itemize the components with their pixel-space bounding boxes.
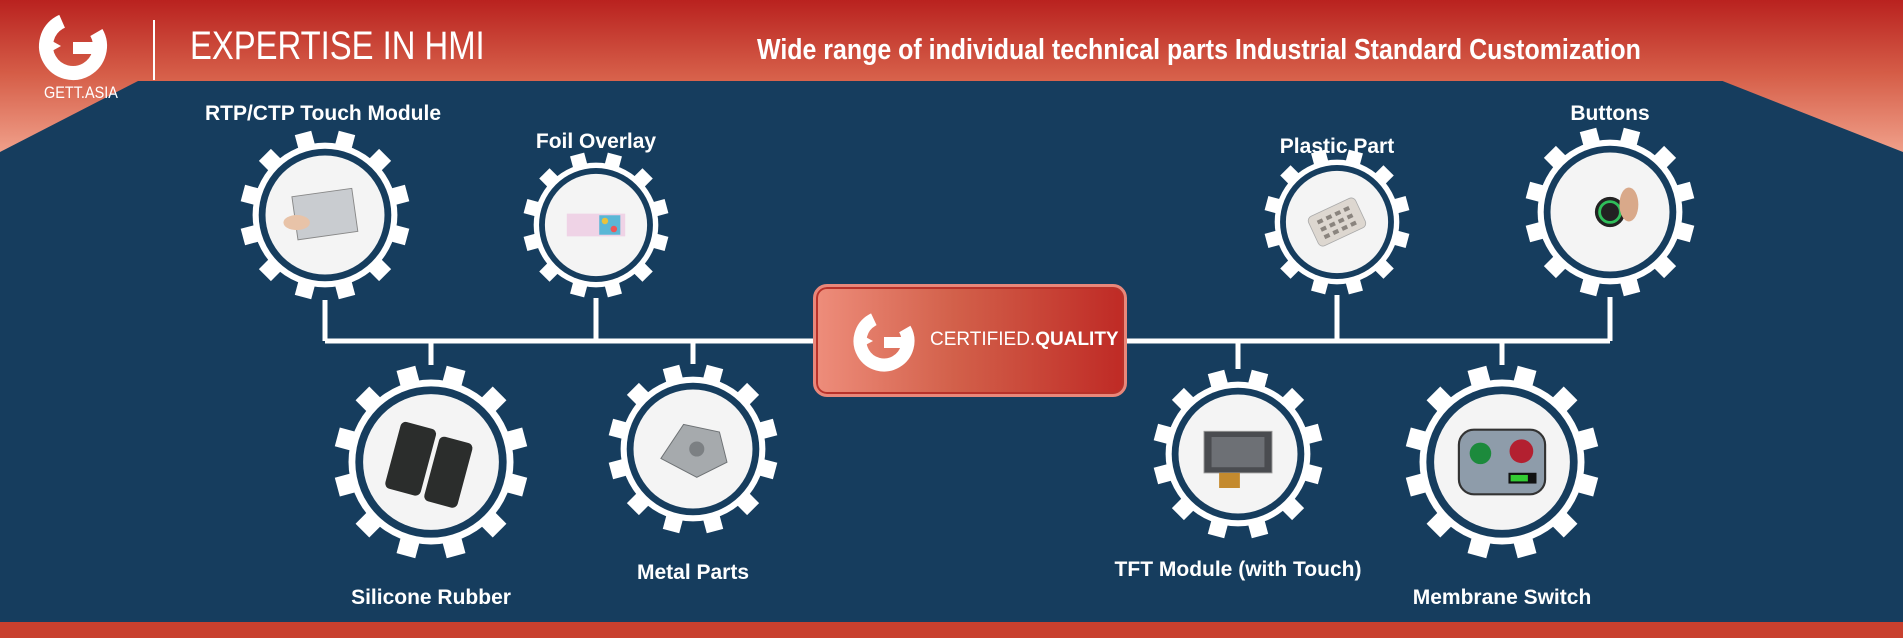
button-icon <box>1594 187 1639 228</box>
gear-plastic-part <box>1264 149 1410 295</box>
touch-panel-icon <box>283 187 359 241</box>
membrane-switch-icon <box>1457 428 1547 496</box>
certified-quality-badge: CERTIFIED.QUALITY <box>813 284 1127 397</box>
label-rtp-ctp-touch-module: RTP/CTP Touch Module <box>204 102 442 125</box>
gett-logo-icon <box>853 310 915 372</box>
tft-display-icon <box>1203 430 1273 488</box>
label-tft-module: TFT Module (with Touch) <box>1114 558 1362 581</box>
label-foil-overlay: Foil Overlay <box>535 130 657 153</box>
label-buttons: Buttons <box>1570 102 1650 125</box>
left-corner <box>0 70 140 152</box>
brand-name: GETT.ASIA <box>44 83 118 102</box>
gear-tft-module <box>1153 369 1323 539</box>
plastic-part-icon <box>1307 197 1367 247</box>
gear-rtp-ctp-touch-module <box>240 130 410 300</box>
certified-label: CERTIFIED. <box>930 329 1036 350</box>
gear-foil-overlay <box>523 152 669 298</box>
gear-membrane-switch <box>1405 365 1599 559</box>
gear-metal-parts <box>608 364 778 534</box>
silicone-keypad-icon <box>385 421 473 508</box>
tagline: Wide range of individual technical parts… <box>757 34 1641 66</box>
label-membrane-switch: Membrane Switch <box>1412 586 1592 609</box>
gear-buttons <box>1525 127 1695 297</box>
certified-quality-text: CERTIFIED.QUALITY <box>930 329 1119 351</box>
label-plastic-part: Plastic Part <box>1279 135 1395 158</box>
label-silicone-rubber: Silicone Rubber <box>351 586 511 609</box>
header-band <box>0 0 1903 81</box>
connector-lines <box>322 295 1613 369</box>
label-metal-parts: Metal Parts <box>636 561 750 584</box>
footer-band <box>0 622 1903 638</box>
right-corner <box>1720 70 1903 152</box>
quality-label: QUALITY <box>1035 329 1119 350</box>
page-title: EXPERTISE IN HMI <box>190 24 485 68</box>
foil-overlay-icon <box>566 213 626 237</box>
metal-part-icon <box>660 423 728 478</box>
gear-silicone-rubber <box>334 365 528 559</box>
